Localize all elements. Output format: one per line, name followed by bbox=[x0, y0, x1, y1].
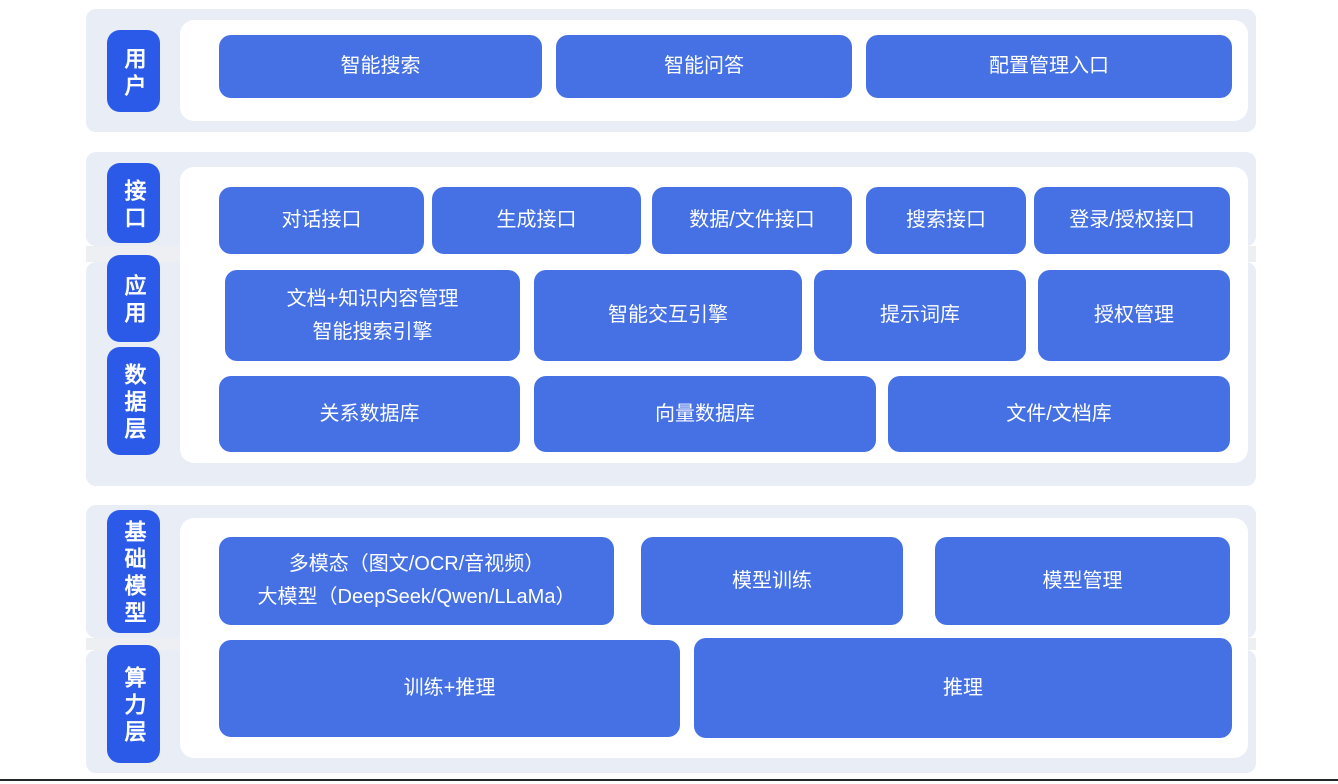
authorization-management-box: 授权管理 bbox=[1038, 270, 1230, 361]
user-layer-label: 用户 bbox=[107, 30, 160, 112]
smart-search-box: 智能搜索 bbox=[219, 35, 542, 98]
multimodal-llm-box: 多模态（图文/OCR/音视频） 大模型（DeepSeek/Qwen/LLaMa） bbox=[219, 537, 614, 625]
login-auth-api-box: 登录/授权接口 bbox=[1034, 187, 1230, 254]
model-layer-label: 基础模型 bbox=[107, 510, 160, 633]
config-management-entry-box: 配置管理入口 bbox=[866, 35, 1232, 98]
data-layer-label-text: 数据层 bbox=[121, 363, 147, 444]
training-inference-box: 训练+推理 bbox=[219, 640, 680, 737]
file-doc-store-box: 文件/文档库 bbox=[888, 376, 1230, 452]
doc-knowledge-search-engine-box: 文档+知识内容管理 智能搜索引擎 bbox=[225, 270, 520, 361]
vector-db-box: 向量数据库 bbox=[534, 376, 876, 452]
compute-layer-label-text: 算力层 bbox=[121, 666, 147, 747]
relational-db-box: 关系数据库 bbox=[219, 376, 520, 452]
user-layer-label-text: 用户 bbox=[121, 46, 147, 101]
interface-layer-label: 接口 bbox=[107, 163, 160, 243]
compute-layer-label: 算力层 bbox=[107, 645, 160, 763]
dialog-api-box: 对话接口 bbox=[219, 187, 424, 254]
inference-box: 推理 bbox=[694, 638, 1232, 738]
window-bottom-border bbox=[0, 779, 1338, 781]
model-layer-label-text: 基础模型 bbox=[121, 520, 147, 628]
app-layer-label: 应用 bbox=[107, 255, 160, 342]
data-file-api-box: 数据/文件接口 bbox=[652, 187, 852, 254]
app-layer-label-text: 应用 bbox=[121, 274, 147, 328]
model-training-box: 模型训练 bbox=[641, 537, 903, 625]
search-api-box: 搜索接口 bbox=[866, 187, 1026, 254]
model-management-box: 模型管理 bbox=[935, 537, 1230, 625]
interface-layer-label-text: 接口 bbox=[121, 178, 147, 233]
generation-api-box: 生成接口 bbox=[432, 187, 641, 254]
data-layer-label: 数据层 bbox=[107, 347, 160, 455]
smart-qa-box: 智能问答 bbox=[556, 35, 852, 98]
interactive-engine-box: 智能交互引擎 bbox=[534, 270, 802, 361]
prompt-library-box: 提示词库 bbox=[814, 270, 1026, 361]
